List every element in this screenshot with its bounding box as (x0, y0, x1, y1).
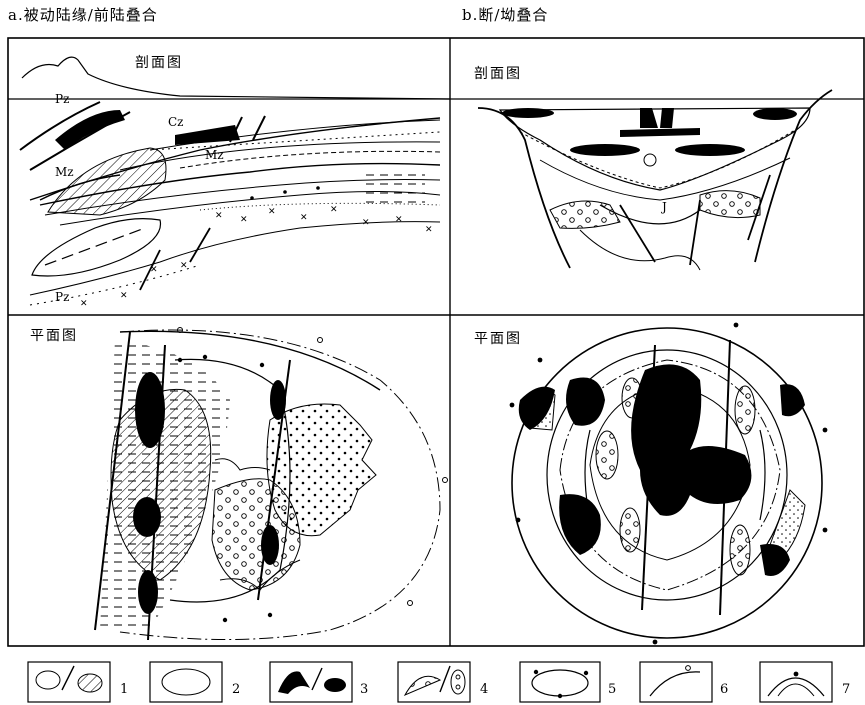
legend-num-6: 6 (720, 682, 728, 697)
svg-text:✕: ✕ (215, 211, 223, 221)
svg-text:✕: ✕ (362, 218, 370, 228)
profile-a: ✕✕✕ ✕✕✕ ✕✕✕ ✕✕✕ (8, 57, 450, 309)
legend-num-3: 3 (360, 682, 368, 697)
profile-b (450, 90, 864, 270)
label-mz-right: Mz (205, 148, 224, 162)
svg-text:✕: ✕ (120, 291, 128, 301)
legend (28, 662, 832, 702)
legend-num-1: 1 (120, 682, 128, 697)
profile-label-a: 剖面图 (135, 52, 183, 72)
legend-num-5: 5 (608, 682, 616, 697)
plan-b (510, 323, 828, 645)
label-pz-bottom: Pz (55, 290, 69, 304)
legend-num-7: 7 (842, 682, 850, 697)
label-cz: Cz (168, 115, 184, 129)
svg-text:✕: ✕ (268, 207, 276, 217)
plan-a (95, 328, 448, 641)
svg-text:✕: ✕ (240, 215, 248, 225)
plan-label-a: 平面图 (30, 325, 78, 345)
label-j: J (662, 200, 667, 214)
svg-text:✕: ✕ (330, 205, 338, 215)
legend-num-4: 4 (480, 682, 488, 697)
svg-text:✕: ✕ (80, 299, 88, 309)
svg-text:✕: ✕ (300, 213, 308, 223)
legend-num-2: 2 (232, 682, 240, 697)
label-mz-left: Mz (55, 165, 74, 179)
profile-label-b: 剖面图 (474, 63, 522, 83)
svg-text:✕: ✕ (180, 261, 188, 271)
label-pz-top: Pz (55, 92, 69, 106)
plan-label-b: 平面图 (474, 328, 522, 348)
svg-text:✕: ✕ (425, 225, 433, 235)
svg-text:✕: ✕ (395, 215, 403, 225)
